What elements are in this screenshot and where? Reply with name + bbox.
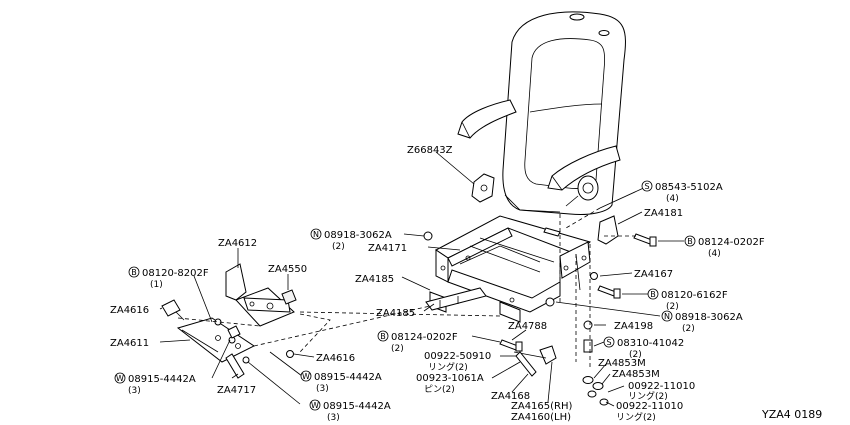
label-za4717: ZA4717: [217, 385, 256, 396]
label-s08310-qty: (2): [629, 350, 642, 360]
part-labels: Z66843Z S 08543-5102A (4) ZA4181 B 08124…: [110, 145, 822, 423]
label-b08124-top: 08124-0202F: [698, 237, 765, 248]
w-marker-icon: [309, 399, 321, 411]
seat-frame-illustration: [429, 215, 592, 323]
label-za4185-a: ZA4185: [355, 274, 394, 285]
w-marker-text: W: [311, 401, 319, 410]
bolt-icons-frame: [423, 227, 561, 352]
label-p00923-sub: ピン(2): [424, 384, 455, 395]
s-marker-text: S: [644, 182, 649, 191]
label-s08543-qty: (4): [666, 194, 679, 204]
b-marker-icon: [377, 330, 389, 342]
label-za4167: ZA4167: [634, 269, 673, 280]
n-marker-text: N: [313, 230, 319, 239]
label-w08915-b: 08915-4442A: [314, 372, 382, 383]
label-za4168: ZA4168: [491, 391, 530, 402]
label-w08915-a: 08915-4442A: [128, 374, 196, 385]
label-za4853m-a: ZA4853M: [598, 358, 646, 369]
s-marker-text: S: [606, 338, 611, 347]
label-b08120-6162f-qty: (2): [666, 302, 679, 312]
b-marker-text: B: [131, 268, 137, 277]
label-p00922-50910: 00922-50910: [424, 351, 491, 362]
label-w08915-c: 08915-4442A: [323, 401, 391, 412]
label-za4853m-b: ZA4853M: [612, 369, 660, 380]
label-b08124-low: 08124-0202F: [391, 332, 458, 343]
n-marker-icon: [661, 310, 673, 322]
label-za4616-right: ZA4616: [316, 353, 355, 364]
za4181-part: [597, 215, 619, 245]
w-marker-icon: [300, 370, 312, 382]
b-marker-icon: [684, 235, 696, 247]
label-z66843z: Z66843Z: [407, 145, 453, 156]
w-marker-icon: [114, 372, 126, 384]
b-marker-icon: [647, 288, 659, 300]
b-marker-text: B: [650, 290, 656, 299]
diagram-reference: YZA4 0189: [761, 408, 822, 421]
bolt-icons-right: [582, 233, 657, 406]
b-marker-text: B: [687, 237, 693, 246]
b-marker-text: B: [380, 332, 386, 341]
label-w08915-c-qty: (3): [327, 413, 340, 423]
bracket-assembly-left: [161, 263, 297, 379]
label-za4165: ZA4165(RH): [511, 401, 573, 412]
dashed-connections: [177, 214, 591, 370]
label-n08918-low-qty: (2): [682, 324, 695, 334]
label-w08915-b-qty: (3): [316, 384, 329, 394]
label-za4185-b: ZA4185: [376, 308, 415, 319]
label-b08120-8202f: 08120-8202F: [142, 268, 209, 279]
label-p00922-11010-a: 00922-11010: [628, 381, 695, 392]
z66843z-part: [471, 173, 495, 203]
label-p00922-50910-sub: リング(2): [428, 361, 468, 373]
n-marker-icon: [310, 228, 322, 240]
label-b08120-8202f-qty: (1): [150, 280, 163, 290]
label-n08918-top: 08918-3062A: [324, 230, 392, 241]
leader-lines: [159, 151, 684, 407]
label-s08310: 08310-41042: [617, 338, 684, 349]
label-p00922-11010-b: 00922-11010: [616, 401, 683, 412]
label-p00922-11010-a-sub: リング(2): [628, 390, 668, 402]
label-za4171: ZA4171: [368, 243, 407, 254]
s-marker-icon: [641, 180, 653, 192]
label-za4198: ZA4198: [614, 321, 653, 332]
label-za4160: ZA4160(LH): [511, 412, 571, 423]
label-za4612: ZA4612: [218, 238, 257, 249]
label-p00922-11010-b-sub: リング(2): [616, 411, 656, 423]
b-marker-icon: [128, 266, 140, 278]
label-s08543: 08543-5102A: [655, 182, 723, 193]
n-marker-text: N: [664, 312, 670, 321]
label-za4550: ZA4550: [268, 264, 307, 275]
w-marker-text: W: [116, 374, 124, 383]
label-b08124-top-qty: (4): [708, 249, 721, 259]
w-marker-text: W: [302, 372, 310, 381]
label-za4611: ZA4611: [110, 338, 149, 349]
lever-illustration: [513, 345, 557, 377]
seat-illustration: [457, 11, 626, 215]
slide-rail-illustration: [425, 287, 487, 311]
label-n08918-low: 08918-3062A: [675, 312, 743, 323]
s-marker-icon: [603, 336, 615, 348]
label-n08918-top-qty: (2): [332, 242, 345, 252]
label-b08120-6162f: 08120-6162F: [661, 290, 728, 301]
label-za4616-left: ZA4616: [110, 305, 149, 316]
label-b08124-low-qty: (2): [391, 344, 404, 354]
label-p00923: 00923-1061A: [416, 373, 484, 384]
label-za4788: ZA4788: [508, 321, 547, 332]
label-za4181: ZA4181: [644, 208, 683, 219]
label-w08915-a-qty: (3): [128, 386, 141, 396]
